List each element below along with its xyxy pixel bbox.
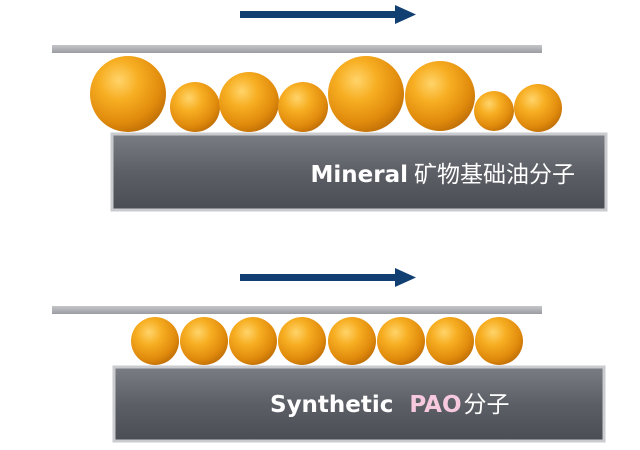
molecule-uniform: [377, 317, 425, 365]
molecule-small: [514, 84, 562, 132]
motion-arrow: [240, 268, 416, 287]
molecule-uniform: [426, 317, 474, 365]
molecule-medium: [219, 72, 279, 132]
molecule-large: [328, 56, 404, 132]
synthetic-label-main: Synthetic: [270, 392, 393, 418]
motion-arrow-shaft: [240, 274, 398, 281]
molecule-medium: [405, 61, 475, 131]
molecule-uniform: [278, 317, 326, 365]
top-plate: [52, 45, 542, 53]
bottom-plate: [112, 365, 606, 443]
motion-arrow-shaft: [240, 11, 398, 18]
molecule-small: [170, 82, 220, 132]
motion-arrow-head: [395, 268, 416, 287]
motion-arrow: [240, 5, 416, 24]
mineral-label-suffix: 矿物基础油分子: [414, 162, 575, 188]
top-plate: [52, 306, 542, 314]
molecule-uniform: [328, 317, 376, 365]
synthetic-label: Synthetic PAO分子: [270, 392, 510, 418]
bottom-plate: [110, 132, 608, 212]
molecule-large: [90, 56, 166, 132]
molecule-small: [474, 91, 514, 131]
pao-label: PAO: [409, 392, 461, 418]
molecule-row: [131, 317, 523, 365]
motion-arrow-head: [395, 5, 416, 24]
molecule-row: [90, 56, 562, 132]
molecule-uniform: [131, 317, 179, 365]
molecule-uniform: [180, 317, 228, 365]
synthetic-panel: Synthetic PAO分子: [52, 268, 606, 443]
molecule-uniform: [229, 317, 277, 365]
molecule-small: [278, 82, 328, 132]
molecule-uniform: [475, 317, 523, 365]
synthetic-label-suffix: 分子: [464, 392, 510, 418]
mineral-label-main: Mineral: [311, 162, 409, 188]
